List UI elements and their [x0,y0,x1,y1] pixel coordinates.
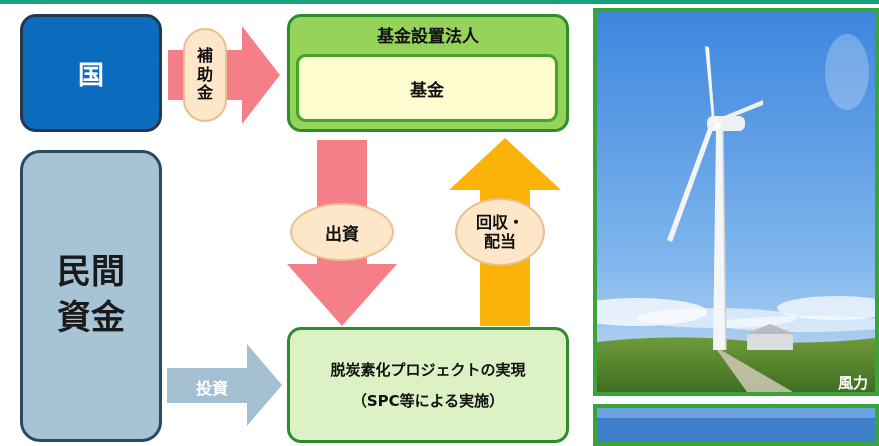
project-line1: 脱炭素化プロジェクトの実現 [330,361,526,379]
private-funds-line2: 資金 [57,298,125,338]
top-accent-line [0,0,879,4]
photo-caption: 風力 [838,374,869,392]
return-oval: 回収・ 配当 [455,198,545,266]
invest-label: 投資 [195,379,228,398]
project-line2: （SPC等による実施） [351,392,505,410]
fund-label: 基金 [410,80,444,101]
private-funds-box: 民間 資金 [20,150,162,442]
return-line1: 回収・ [475,212,524,232]
second-photo-image [597,408,875,442]
private-funds-line1: 民間 [57,252,125,293]
investment-label: 出資 [325,224,359,245]
subsidy-char-3: 金 [196,83,213,103]
subsidy-char-2: 助 [196,64,213,84]
return-line2: 配当 [483,232,516,251]
subsidy-char-1: 補 [196,46,213,66]
invest-arrow [167,344,282,426]
government-box: 国 [20,14,162,132]
fund-box: 基金 [296,54,558,122]
investment-oval: 出資 [290,203,394,261]
wind-turbine-image [597,12,875,392]
subsidy-oval: 補 助 金 [183,28,227,122]
fund-corporation-title: 基金設置法人 [377,27,479,47]
wind-turbine-photo [593,8,879,396]
second-photo [593,404,879,446]
project-box: 脱炭素化プロジェクトの実現 （SPC等による実施） [287,327,569,443]
government-label: 国 [77,60,104,91]
